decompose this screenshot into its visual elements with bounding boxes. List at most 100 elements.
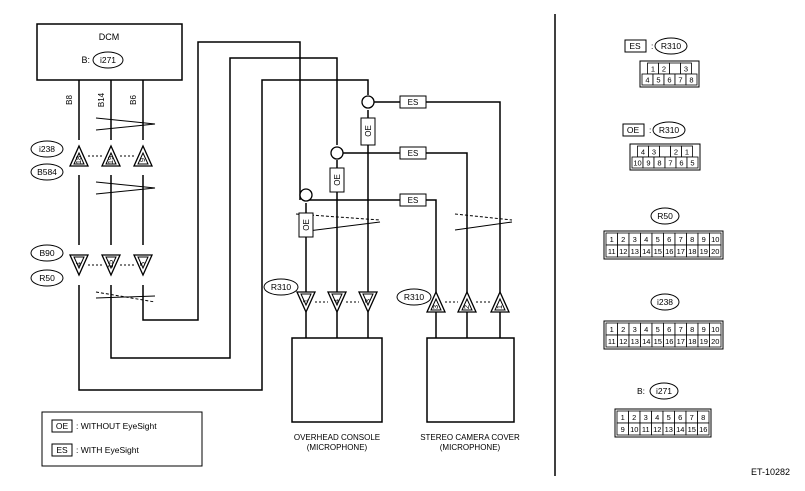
- oe-label-3: OE: [302, 219, 311, 231]
- pin-cell: 11: [608, 337, 616, 346]
- stereo-camera-sub: (MICROPHONE): [440, 443, 501, 452]
- pin-cell: 3: [684, 65, 688, 74]
- dcm-connector-id: i271: [100, 55, 116, 65]
- pin-cell: 10: [633, 159, 641, 168]
- pin-cell: 6: [667, 235, 671, 244]
- connector-r50: 4 15 5: [69, 254, 153, 276]
- pin-cell: 13: [665, 425, 673, 434]
- rp-es-box: [624, 39, 647, 53]
- overhead-pin-3: 3: [363, 299, 372, 303]
- pin-cell: 8: [690, 325, 694, 334]
- oe-label-2: OE: [333, 174, 342, 186]
- ellipse-r50: [30, 269, 64, 287]
- pin-cell: 6: [678, 413, 682, 422]
- pin-cell: 7: [679, 235, 683, 244]
- es-label-1: ES: [408, 98, 419, 107]
- pin-cell: 12: [619, 247, 627, 256]
- junctions: [299, 95, 375, 202]
- oe-label-1: OE: [364, 125, 373, 137]
- i238-pin-9: 9: [138, 158, 147, 162]
- overhead-pin-4: 4: [332, 299, 341, 303]
- es-label-2: ES: [408, 149, 419, 158]
- stereo-pin-3: 3: [431, 305, 440, 309]
- es-box-3: [399, 193, 427, 207]
- r50-pin-15: 15: [106, 260, 115, 268]
- pin-cell: 1: [610, 235, 614, 244]
- pin-cell: 15: [688, 425, 696, 434]
- label-i238: i238: [39, 144, 55, 154]
- pin-cell: 8: [690, 235, 694, 244]
- pin-cell: 1: [651, 65, 655, 74]
- pin-cell: 20: [711, 247, 719, 256]
- rp-r50: R50: [657, 211, 673, 221]
- dcm-module: DCM B: i271: [36, 23, 183, 81]
- pin-cell: 13: [631, 337, 639, 346]
- pin-cell: 11: [642, 425, 650, 434]
- rp-i238: i238: [657, 297, 673, 307]
- pin-cell: 9: [621, 425, 625, 434]
- rp-es-code: ES: [629, 41, 641, 51]
- pin-label-b14: B14: [97, 92, 106, 107]
- pin-cell: 10: [711, 235, 719, 244]
- pin-label-b6: B6: [129, 95, 138, 105]
- pin-cell: 9: [702, 325, 706, 334]
- rp-b-prefix: B:: [637, 386, 645, 396]
- pin-cell: 5: [656, 325, 660, 334]
- rp-oe-code: OE: [627, 125, 640, 135]
- stereo-camera-label: STEREO CAMERA COVER: [420, 433, 520, 442]
- pin-label-b8: B8: [65, 95, 74, 105]
- pin-cell: 16: [665, 337, 673, 346]
- pin-cell: 2: [621, 235, 625, 244]
- legend: OE : WITHOUT EyeSight ES : WITH EyeSight: [41, 411, 203, 467]
- pin-cell: 14: [676, 425, 684, 434]
- i238-pin-19: 19: [106, 156, 115, 164]
- pin-cell: 2: [621, 325, 625, 334]
- legend-oe-code: OE: [56, 421, 69, 431]
- connector-r310-stereo: 3 2 1 R310: [396, 288, 510, 313]
- pin-cell: 3: [633, 235, 637, 244]
- overhead-console-label: OVERHEAD CONSOLE: [294, 433, 380, 442]
- pin-cell: 2: [632, 413, 636, 422]
- pin-cell: 15: [654, 337, 662, 346]
- stereo-camera-box: [426, 337, 515, 423]
- pin-cell: 3: [633, 325, 637, 334]
- pin-cell: 5: [690, 159, 694, 168]
- r310-label-stereo: R310: [404, 292, 425, 302]
- pin-cell: 16: [699, 425, 707, 434]
- legend-es-text: : WITH EyeSight: [76, 445, 139, 455]
- connector-i238: 18 19 9: [69, 145, 153, 167]
- ellipse-b90: [30, 244, 64, 262]
- dcm-title: DCM: [99, 32, 120, 42]
- connector-r310-overhead: 1 4 3 R310: [263, 278, 378, 313]
- label-b584: B584: [37, 167, 57, 177]
- stereo-pin-2: 2: [462, 305, 471, 309]
- pin-cell: 11: [608, 247, 616, 256]
- pin-cell: 14: [642, 337, 650, 346]
- pin-cell: 7: [679, 325, 683, 334]
- rp-oe-r310: R310: [659, 125, 680, 135]
- ellipse-b584: [30, 163, 64, 181]
- rp-oe-box: [622, 123, 645, 137]
- es-label-3: ES: [408, 196, 419, 205]
- legend-es-code: ES: [56, 445, 68, 455]
- pin-cell: 6: [667, 76, 671, 85]
- es-box-1: [399, 95, 427, 109]
- overhead-pin-1: 1: [301, 299, 310, 303]
- oe-box-1: [360, 117, 376, 146]
- rp-i271: i271: [656, 386, 672, 396]
- r50-pin-5: 5: [138, 262, 147, 266]
- pin-cell: 12: [619, 337, 627, 346]
- pin-cell: 17: [677, 247, 685, 256]
- i238-pin-18: 18: [74, 156, 83, 164]
- pin-cell: 16: [665, 247, 673, 256]
- rp-es-r310: R310: [661, 41, 682, 51]
- twisted-markers: [95, 117, 513, 303]
- pin-cell: 19: [700, 247, 708, 256]
- pin-cell: 6: [679, 159, 683, 168]
